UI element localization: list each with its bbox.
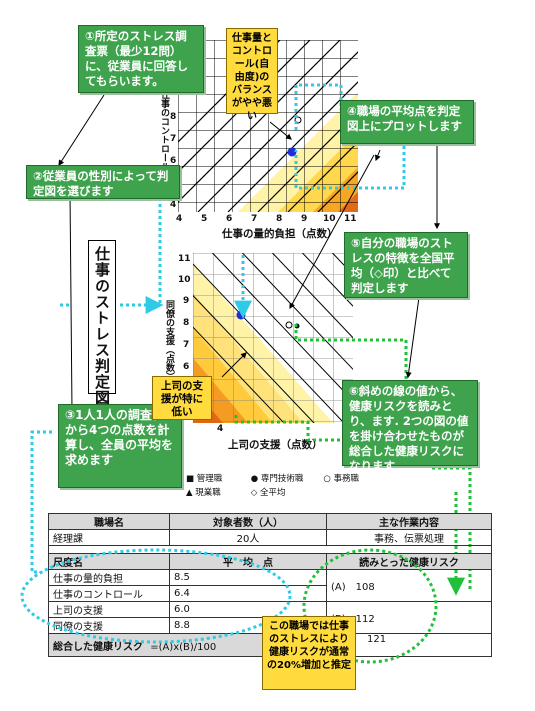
bottom-stress-chart: [193, 253, 353, 423]
top-xlabel: 仕事の量的負担（点数）: [222, 228, 338, 240]
legend-item: ▲ 現業職: [186, 488, 221, 498]
note-boss-support: 上司の支援が特に低い: [152, 376, 212, 420]
bottom-ytick: 7: [183, 340, 190, 350]
legend: ■ 管理職 ● 専門技術職 ○ 事務職 ▲ 現業職 ◇ 全平均: [186, 472, 386, 502]
scale-risk: (A) 108: [326, 569, 492, 602]
stress-result-table: 職場名 対象者数（人） 主な作業内容 経理課 20人 事務、伝票処理 尺度名 平…: [48, 513, 492, 657]
top-xtick: 8: [276, 214, 283, 224]
top-xtick: 6: [226, 214, 233, 224]
callout-step4: ④職場の平均点を判定図上にプロットします: [340, 100, 474, 144]
total-formula: =(A)x(B)/100: [150, 641, 217, 653]
header-workplace: 職場名: [48, 513, 170, 530]
national-average-marker-bottom: [285, 321, 293, 329]
legend-item: ◇ 全平均: [250, 488, 286, 498]
callout-step1: ①所定のストレス調査票（最少12問）に、従業員に回答してもらいます。: [78, 25, 204, 93]
top-xtick: 11: [344, 214, 357, 224]
top-xtick: 9: [301, 214, 308, 224]
top-ytick: 4: [170, 200, 177, 210]
total-label: 総合した健康リスク: [53, 641, 143, 653]
top-xtick: 4: [176, 214, 183, 224]
legend-item: ○ 事務職: [323, 474, 360, 484]
bottom-ylabel: 同僚の支援（点数）: [164, 300, 174, 381]
header-work: 主な作業内容: [326, 513, 492, 530]
note-conclusion: この職場では仕事のストレスにより健康リスクが通常の20%増加と推定: [262, 616, 356, 690]
legend-item: ● 専門技術職: [250, 474, 304, 484]
bottom-ytick: 10: [178, 275, 191, 285]
top-ytick: 7: [170, 134, 177, 144]
bottom-ytick: 9: [183, 296, 190, 306]
bottom-xlabel: 上司の支援（点数）: [228, 439, 323, 451]
top-ytick: 6: [170, 156, 177, 166]
top-ylabel: 仕事のコントロール（点数）: [159, 90, 169, 207]
callout-step5: ⑤自分の職場のストレスの特徴を全国平均（◇印）と比べて判定します: [344, 232, 468, 298]
bottom-ytick: 11: [178, 254, 191, 264]
top-ytick: 8: [170, 112, 177, 122]
callout-step6: ⑥斜めの線の値から、健康リスクを読みとり、ます. 2つの図の値を掛け合わせたもの…: [342, 380, 478, 473]
top-xtick: 5: [201, 214, 208, 224]
bottom-xtick: 4: [217, 424, 224, 434]
note-workload-balance: 仕事量とコントロール(自由度)のバランスがやや悪い: [226, 28, 278, 122]
top-xtick: 7: [251, 214, 258, 224]
top-xtick: 10: [323, 214, 336, 224]
legend-item: ■ 管理職: [186, 474, 223, 484]
total-risk-value: 121: [367, 634, 387, 645]
bottom-ytick: 8: [183, 318, 190, 328]
callout-step2: ②従業員の性別によって判定図を選びます: [26, 165, 180, 199]
workplace-marker-top: [287, 147, 297, 157]
vertical-title-box: [88, 240, 116, 394]
bottom-ytick: 6: [183, 362, 190, 372]
